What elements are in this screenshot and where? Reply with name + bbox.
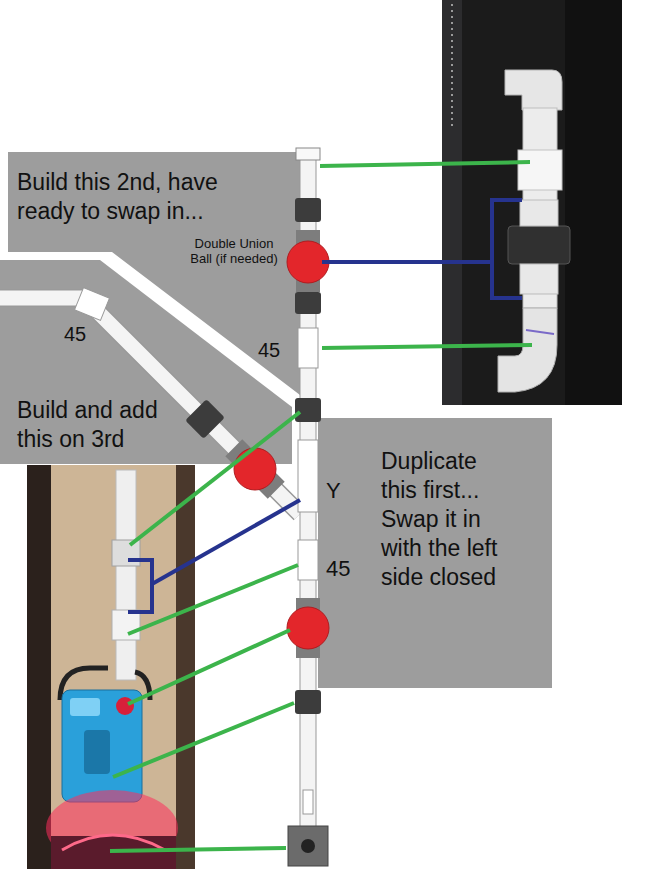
main-pipe: [287, 148, 329, 866]
coupling: [518, 150, 562, 190]
ball-valve: [287, 607, 329, 649]
y-fitting: [298, 440, 318, 512]
glue-mark: [526, 330, 554, 334]
callout-panel: [318, 418, 552, 688]
pipe-cap: [296, 148, 320, 160]
leader-line: [110, 848, 286, 851]
leader-line: [130, 412, 300, 545]
pump: [62, 690, 142, 802]
elbow-fitting: [75, 288, 110, 321]
leader-line: [322, 345, 532, 348]
bracket: [128, 560, 152, 612]
union-nut: [295, 198, 321, 222]
union-valve: [508, 226, 570, 264]
pipe-outline: [0, 298, 300, 514]
pump-box: [288, 826, 328, 866]
bracket: [492, 200, 522, 298]
pipe: [0, 298, 300, 514]
photo-edge: [27, 465, 51, 869]
union-nut: [185, 399, 225, 439]
left-branch: [0, 288, 300, 514]
union-end: [520, 264, 558, 294]
elbow-fitting: [505, 70, 562, 110]
union: [112, 540, 140, 566]
callout-text: Build this 2nd, have ready to swap in...: [17, 168, 257, 226]
leader-line: [322, 260, 492, 264]
union-nut: [295, 292, 321, 314]
pump-port: [301, 839, 315, 853]
callout-box: Duplicate this first... Swap it in with …: [381, 447, 515, 592]
leader-line: [128, 630, 290, 704]
fitting-label: Y: [326, 478, 341, 504]
photo-shadow: [565, 0, 622, 405]
elbow-fitting: [498, 308, 557, 392]
pipe: [116, 470, 136, 680]
union-nut: [295, 690, 321, 714]
fitting-angle: 45: [64, 322, 86, 346]
photo-bottom-left: [27, 465, 195, 869]
fitting-angle: 45: [326, 556, 350, 582]
photo-edge: [176, 465, 195, 869]
led-strip: [451, 4, 453, 130]
union-end: [520, 200, 558, 226]
leader-line: [128, 565, 298, 634]
elbow-45: [298, 540, 318, 580]
leader-line: [320, 162, 530, 166]
leader-lines: [110, 162, 532, 851]
callout-box: Build this 2nd, have ready to swap in...: [17, 168, 257, 226]
reducer: [303, 790, 313, 814]
callout-text: Duplicate this first... Swap it in with …: [381, 447, 515, 592]
callout-box: Build and add this on 3rd: [17, 396, 182, 454]
pump-window: [84, 730, 110, 774]
fitting: [112, 610, 140, 640]
part-label: Double Union Ball (if needed): [186, 236, 282, 266]
ball-valve: [234, 448, 276, 490]
fitting-angle: 45: [258, 338, 280, 362]
leader-line: [113, 703, 294, 777]
elbow-45: [298, 328, 318, 368]
pump-top: [70, 698, 100, 716]
red-valve: [116, 697, 134, 715]
union-nut: [295, 398, 321, 422]
photo-ground: [27, 465, 195, 869]
callout-text: Build and add this on 3rd: [17, 396, 182, 454]
light-ring: [62, 835, 165, 850]
